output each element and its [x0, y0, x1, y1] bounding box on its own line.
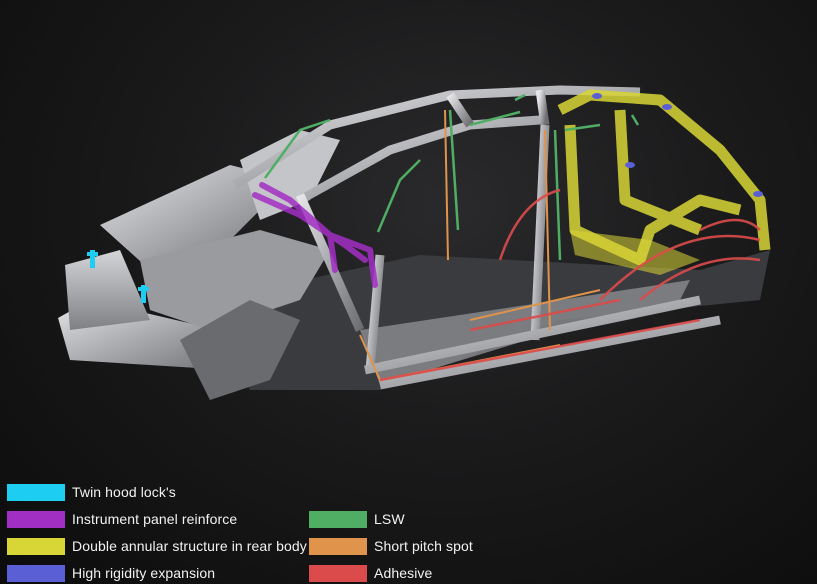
legend-item-high-rigidity: High rigidity expansion [7, 564, 215, 582]
twin-hood-locks [87, 250, 149, 303]
legend-swatch-purple [7, 510, 65, 528]
high-rigidity-points [592, 93, 763, 197]
front-structure [58, 130, 340, 400]
legend-swatch-orange [309, 537, 367, 555]
legend-item-twin-hood-locks: Twin hood lock's [7, 483, 176, 501]
rear-floor-crossmember [570, 230, 700, 275]
legend-swatch-blue [7, 564, 65, 582]
legend-item-double-annular: Double annular structure in rear body [7, 537, 307, 555]
car-body-illustration [58, 85, 771, 400]
legend-swatch-green [309, 510, 367, 528]
legend-label: Double annular structure in rear body [72, 538, 307, 554]
legend-label: LSW [374, 511, 405, 527]
legend-swatch-yellow [7, 537, 65, 555]
legend-item-short-pitch: Short pitch spot [309, 537, 473, 555]
legend-label: Adhesive [374, 565, 433, 581]
legend-item-lsw: LSW [309, 510, 405, 528]
legend-item-instrument-panel: Instrument panel reinforce [7, 510, 237, 528]
lsw-lines [263, 93, 640, 261]
adhesive-lines [379, 188, 761, 382]
car-body-diagram [58, 85, 771, 400]
legend-label: High rigidity expansion [72, 565, 216, 581]
legend: Twin hood lock's Instrument panel reinfo… [0, 476, 817, 584]
legend-swatch-cyan [7, 483, 65, 501]
legend-label: Twin hood lock's [72, 484, 176, 500]
legend-swatch-red [309, 564, 367, 582]
legend-item-adhesive: Adhesive [309, 564, 432, 582]
instrument-panel-reinforce [252, 182, 378, 288]
legend-label: Short pitch spot [374, 538, 473, 554]
legend-label: Instrument panel reinforce [72, 511, 238, 527]
